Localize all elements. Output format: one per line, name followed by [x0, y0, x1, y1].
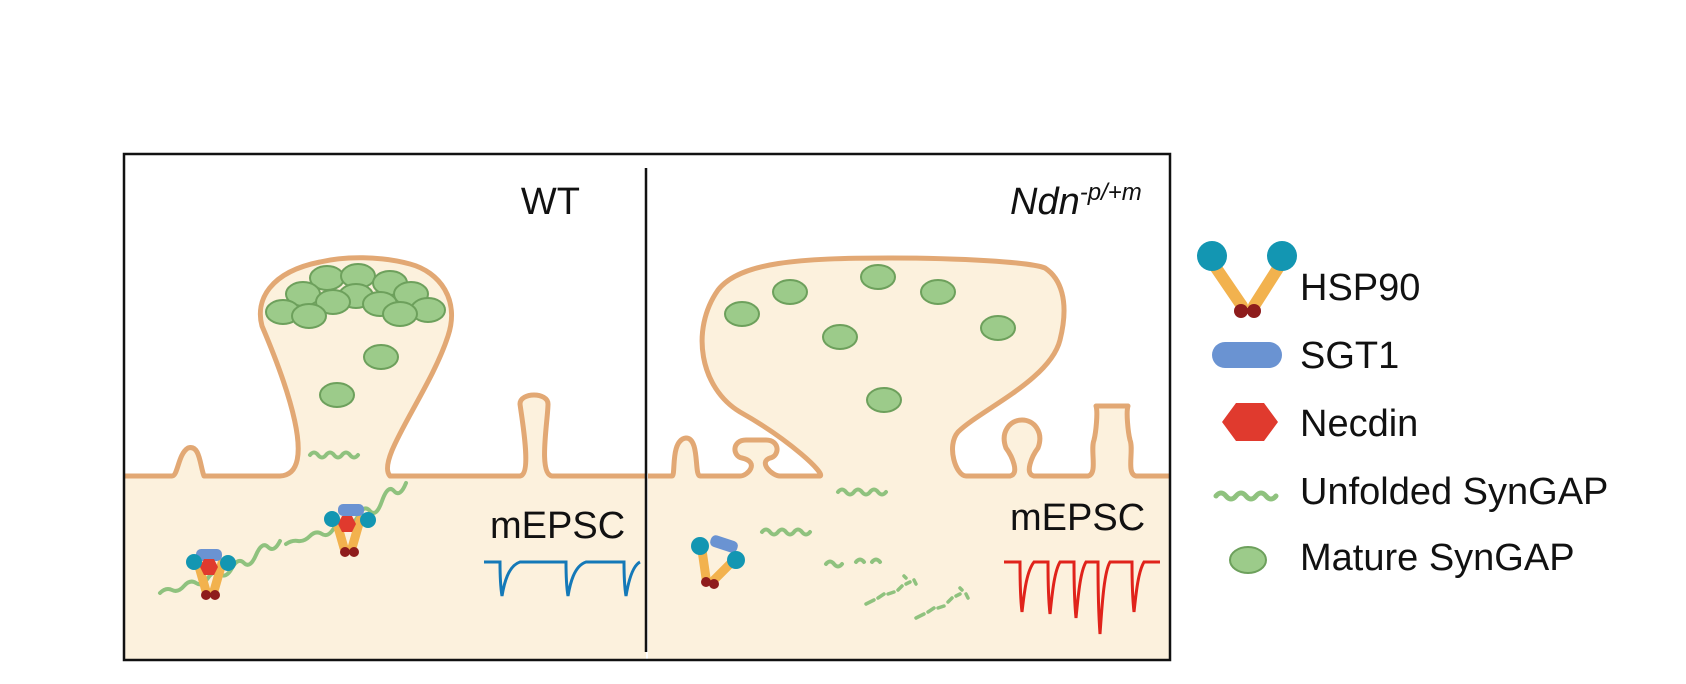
- figure-frame: [122, 152, 1172, 662]
- wt-panel: WT mEPSC: [124, 181, 646, 660]
- mutant-title-gene: Ndn: [1010, 181, 1080, 223]
- unfolded-syngap-icon: [1213, 490, 1279, 502]
- wt-panel-title: WT: [521, 181, 580, 223]
- legend-label-sgt1: SGT1: [1300, 335, 1399, 377]
- mutant-hsp90-sgt1-complex: [691, 535, 745, 589]
- wt-chaperone-complex-1: [158, 539, 282, 600]
- mutant-unfolded-syngap-3: [824, 557, 882, 569]
- legend-label-hsp90: HSP90: [1300, 267, 1420, 309]
- mutant-panel: Ndn-p/+m mEPSC: [648, 179, 1170, 660]
- mutant-mepsc-trace: [1004, 560, 1160, 635]
- mutant-unfolded-syngap-1: [836, 487, 888, 497]
- legend: HSP90 SGT1 Necdin Unfolded SynGAP Mature…: [1197, 241, 1608, 579]
- legend-label-mature-syngap: Mature SynGAP: [1300, 537, 1575, 579]
- wt-unfolded-syngap: [308, 450, 360, 460]
- mutant-spine: [648, 255, 1170, 479]
- necdin-icon: [1222, 403, 1278, 441]
- legend-label-unfolded-syngap: Unfolded SynGAP: [1300, 471, 1608, 513]
- mutant-degraded-syngap-1: [864, 574, 918, 606]
- legend-label-necdin: Necdin: [1300, 403, 1418, 445]
- wt-mepsc-trace: [484, 560, 641, 597]
- mutant-panel-title: Ndn-p/+m: [1010, 179, 1142, 223]
- mature-syngap-icon: [1229, 546, 1267, 574]
- mutant-mepsc-label: mEPSC: [1010, 497, 1145, 539]
- sgt1-icon: [1212, 342, 1282, 368]
- mutant-title-genotype: -p/+m: [1080, 179, 1142, 206]
- wt-mepsc-label: mEPSC: [490, 505, 625, 547]
- mutant-unfolded-syngap-2: [760, 527, 812, 537]
- wt-chaperone-complex-2: [284, 481, 408, 557]
- hsp90-icon: [1197, 241, 1297, 318]
- mutant-degraded-syngap-2: [914, 586, 970, 620]
